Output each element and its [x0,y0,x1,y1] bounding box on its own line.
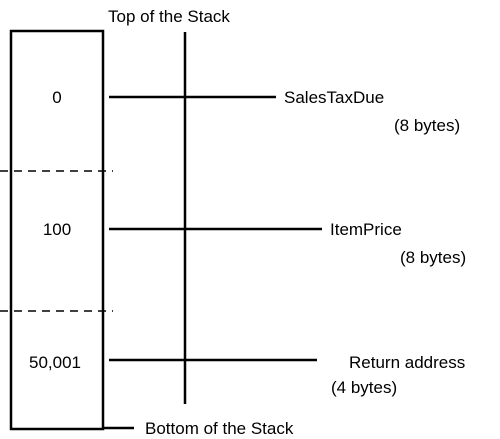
slot-value: 50,001 [29,353,81,372]
slot-value: 0 [52,88,61,107]
slot-size: (8 bytes) [400,248,466,267]
slot-name: Return address [349,353,465,372]
stack-box [9,29,105,431]
slot-value: 100 [43,220,71,239]
bottom-of-stack-label: Bottom of the Stack [145,419,294,438]
slot-size: (8 bytes) [394,116,460,135]
top-of-stack-label: Top of the Stack [108,7,230,26]
slot-size: (4 bytes) [331,378,397,397]
slot-name: SalesTaxDue [284,88,384,107]
slot-name: ItemPrice [330,220,402,239]
